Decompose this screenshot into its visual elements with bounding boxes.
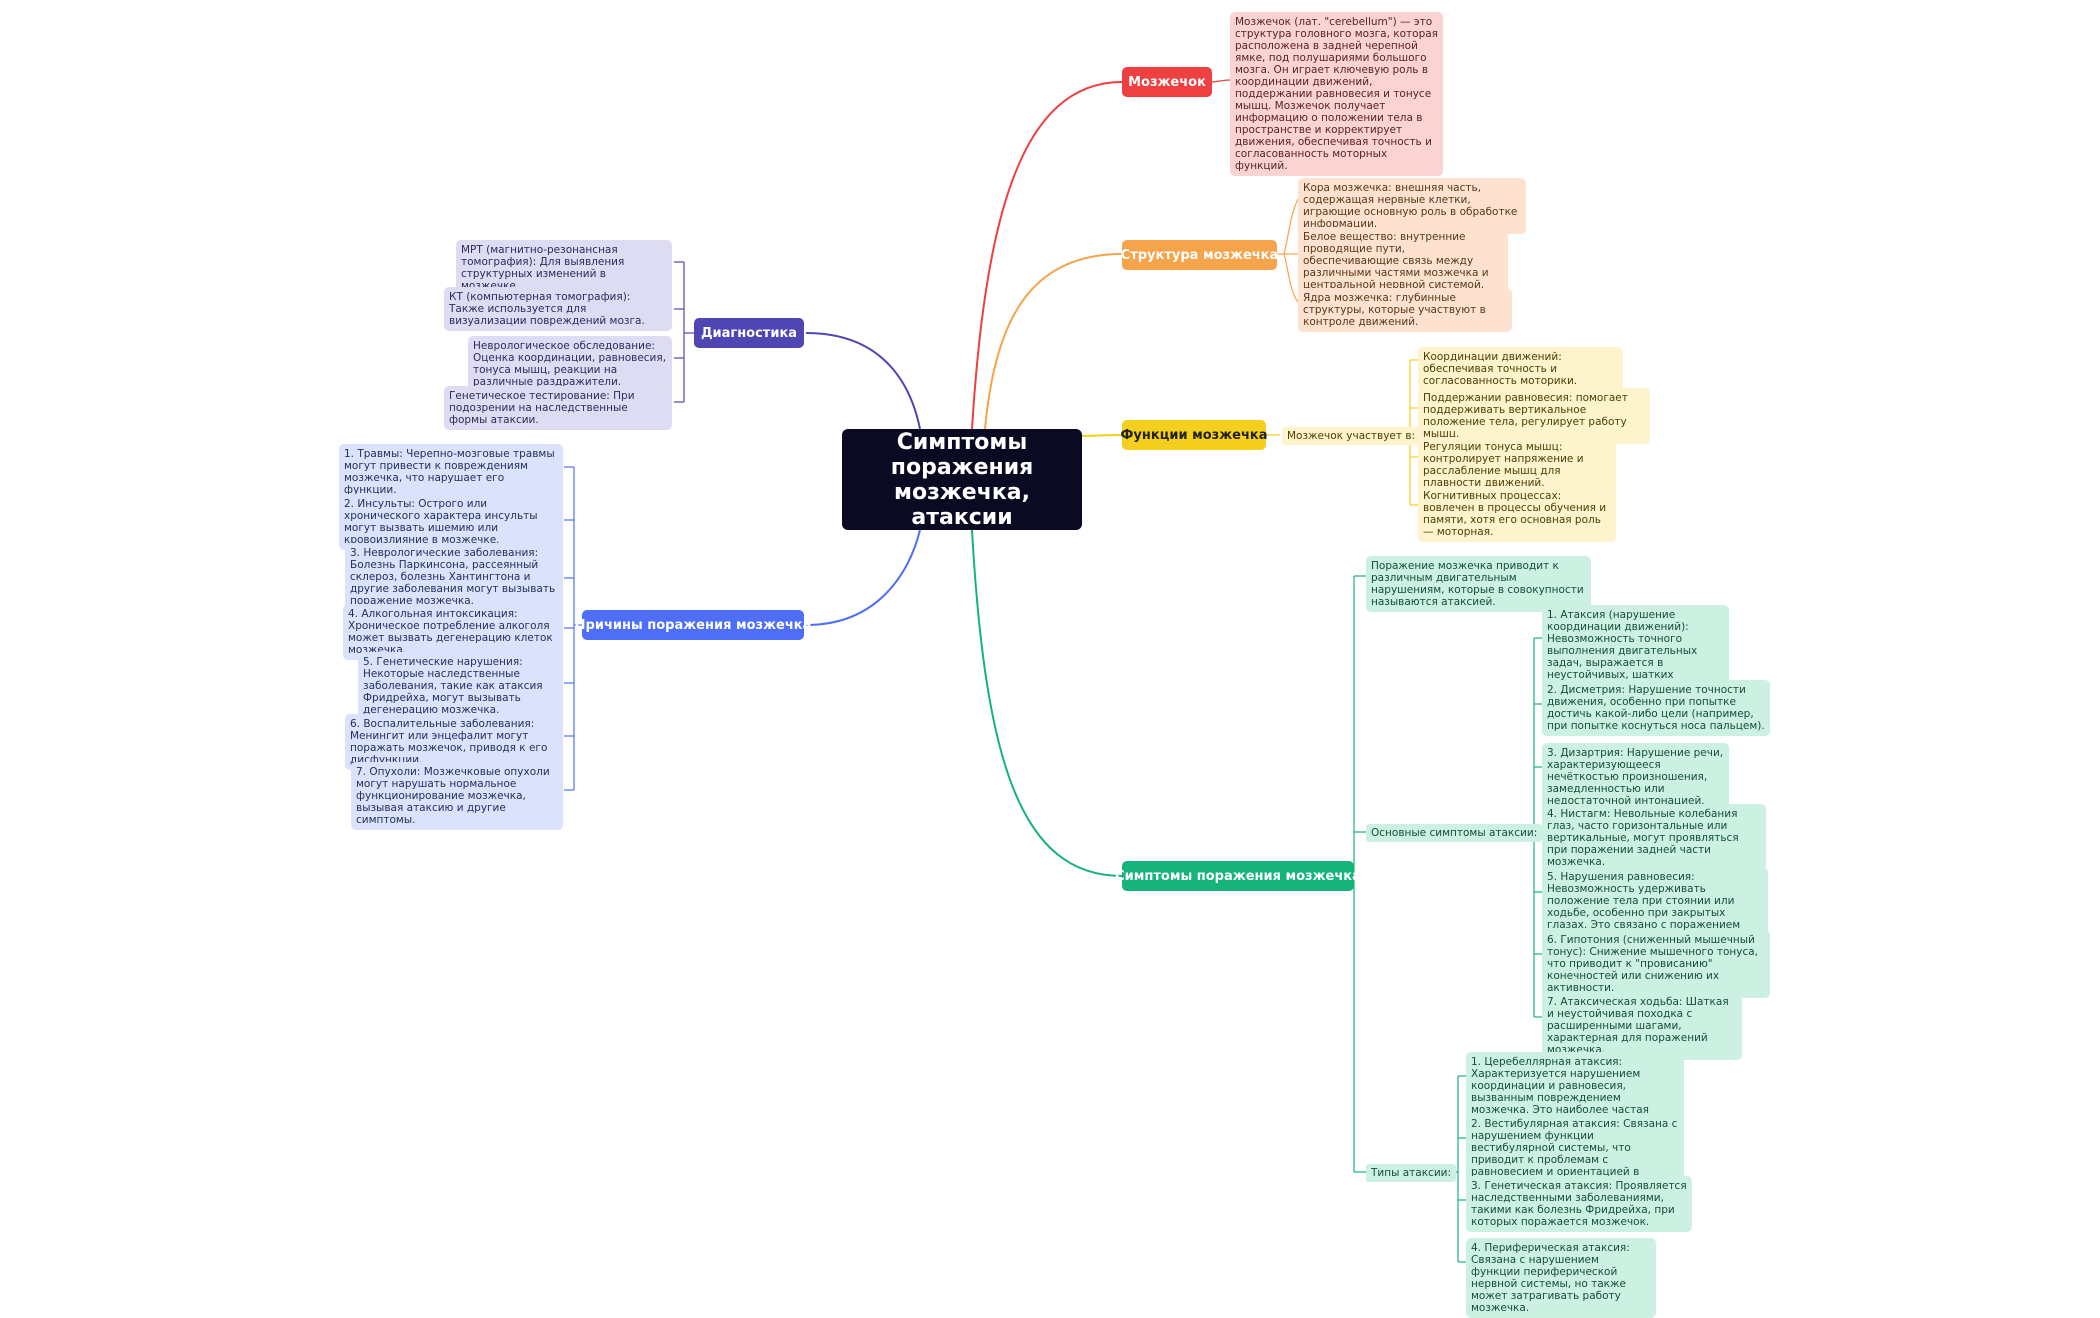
structure-bracket [1276,198,1299,303]
symptom-ataxic-gait[interactable]: 7. Атаксическая ходьба: Шаткая и неустой… [1542,992,1742,1060]
cerebellum-description[interactable]: Мозжечок (лат. "cerebellum") — это струк… [1230,12,1443,176]
functions-sub-label[interactable]: Мозжечок участвует в: [1282,427,1421,445]
cause-genetic[interactable]: 5. Генетические нарушения: Некоторые нас… [358,652,563,720]
link-diagnostics [805,332,921,430]
root-topic[interactable]: Симптомы поражения мозжечка, атаксии [842,429,1082,530]
ataxia-type-peripheral[interactable]: 4. Периферическая атаксия: Связана с нар… [1466,1238,1656,1318]
symptoms-types-label[interactable]: Типы атаксии: [1366,1164,1457,1182]
ataxia-type-genetic[interactable]: 3. Генетическая атаксия: Проявляется нас… [1466,1176,1692,1232]
diagnostics-item-ct[interactable]: КТ (компьютерная томография): Также испо… [444,287,672,331]
link-causes [805,529,921,626]
symptom-hypotonia[interactable]: 6. Гипотония (сниженный мышечный тонус):… [1542,930,1770,998]
symptoms-intro[interactable]: Поражение мозжечка приводит к различным … [1366,556,1591,612]
symptom-dysmetria[interactable]: 2. Дисметрия: Нарушение точности движени… [1542,680,1770,736]
link-structure [984,253,1123,430]
functions-item-balance[interactable]: Поддержании равновесия: помогает поддерж… [1418,388,1650,444]
branch-causes[interactable]: Причины поражения мозжечка [575,610,811,640]
cause-stroke[interactable]: 2. Инсульты: Острого или хронического ха… [339,494,563,550]
functions-item-cognition[interactable]: Когнитивных процессах: вовлечен в процес… [1418,486,1616,542]
symptoms-main-label[interactable]: Основные симптомы атаксии: [1366,824,1543,842]
branch-structure[interactable]: Структура мозжечка [1121,240,1278,270]
functions-item-tone[interactable]: Регуляции тонуса мышц: контролирует напр… [1418,437,1616,493]
structure-item-cortex[interactable]: Кора мозжечка: внешняя часть, содержащая… [1298,178,1526,234]
diagnostics-bracket [674,261,694,403]
link-functions [1081,434,1123,437]
link-cerebellum-desc [1209,79,1231,83]
branch-cerebellum[interactable]: Мозжечок [1122,67,1212,97]
branch-diagnostics[interactable]: Диагностика [694,318,804,348]
link-symptoms [971,529,1123,877]
symptom-nystagmus[interactable]: 4. Нистагм: Невольные колебания глаз, ча… [1542,804,1766,872]
diagnostics-item-mri[interactable]: МРТ (магнитно-резонансная томография): Д… [456,240,672,296]
structure-item-nuclei[interactable]: Ядра мозжечка: глубинные структуры, кото… [1298,288,1512,332]
diagnostics-item-neuro-exam[interactable]: Неврологическое обследование: Оценка коо… [468,336,672,392]
cause-tumors[interactable]: 7. Опухоли: Мозжечковые опухоли могут на… [351,762,563,830]
symptom-dysarthria[interactable]: 3. Дизартрия: Нарушение речи, характериз… [1542,743,1729,811]
cause-neuro-disease[interactable]: 3. Неврологические заболевания: Болезнь … [345,543,563,611]
branch-functions[interactable]: Функции мозжечка [1121,420,1267,450]
branch-symptoms[interactable]: Симптомы поражения мозжечка [1115,861,1361,891]
cause-trauma[interactable]: 1. Травмы: Черепно-мозговые травмы могут… [339,444,563,500]
link-cerebellum [971,81,1123,430]
structure-item-white-matter[interactable]: Белое вещество: внутренние проводящие пу… [1298,227,1508,295]
functions-item-coordination[interactable]: Координации движений: обеспечивая точнос… [1418,347,1623,391]
causes-bracket [564,466,582,791]
diagnostics-item-genetic-test[interactable]: Генетическое тестирование: При подозрени… [444,386,672,430]
